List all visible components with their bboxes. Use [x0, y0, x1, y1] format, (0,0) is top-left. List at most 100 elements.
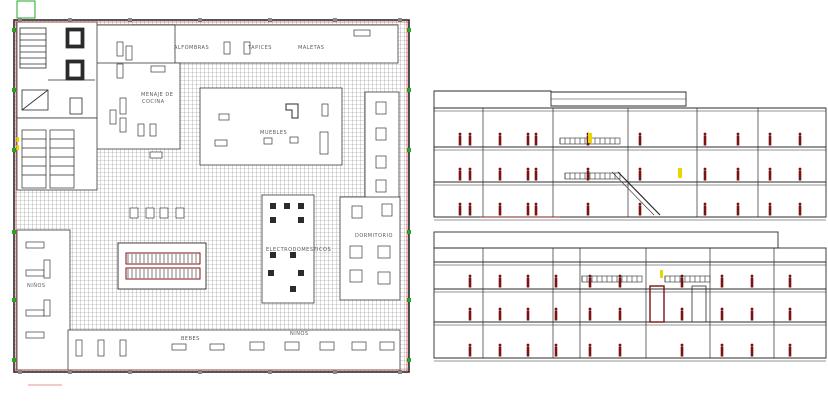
person-head [703, 167, 707, 171]
person-body [498, 205, 502, 216]
person-body [736, 205, 740, 216]
person-body [526, 170, 530, 181]
person-figure-icon [468, 274, 792, 357]
room-menaje [94, 62, 181, 150]
person-body [798, 135, 802, 146]
person-body [554, 310, 558, 321]
person-body [750, 277, 754, 288]
person-body [618, 277, 622, 288]
person-body [680, 310, 684, 321]
service-core-fixtures [19, 27, 95, 115]
person-body [720, 346, 724, 357]
column-marker [407, 88, 411, 92]
person-body [638, 205, 642, 216]
appliance-stands [268, 203, 304, 292]
person-head [788, 274, 792, 278]
room-restrooms [16, 117, 98, 191]
stair-icon [581, 275, 711, 283]
person-head [703, 202, 707, 206]
highlight-marker [588, 133, 592, 143]
column-marker [407, 230, 411, 234]
person-head [526, 307, 530, 311]
person-head [618, 343, 622, 347]
person-head [458, 202, 462, 206]
person-head [768, 167, 772, 171]
column-marker [407, 28, 411, 32]
person-body [498, 170, 502, 181]
column-marker [18, 18, 22, 22]
column-marker [68, 370, 72, 374]
person-body [736, 135, 740, 146]
person-head [498, 167, 502, 171]
person-body [703, 170, 707, 181]
person-head [798, 202, 802, 206]
person-body [586, 205, 590, 216]
column-marker [12, 148, 16, 152]
person-body [768, 170, 772, 181]
person-body [498, 135, 502, 146]
section-upper-outline [433, 90, 687, 217]
person-head [526, 132, 530, 136]
person-body [468, 135, 472, 146]
person-head [768, 132, 772, 136]
section-upper-body [433, 107, 827, 218]
person-head [468, 202, 472, 206]
column-marker [333, 370, 337, 374]
label-tapices: TAPICES [247, 45, 272, 51]
person-head [498, 307, 502, 311]
column-marker [128, 370, 132, 374]
person-head [498, 132, 502, 136]
person-body [468, 277, 472, 288]
plan-labels: ALFOMBRAS TAPICES MALETAS MENAJE DE COCI… [27, 45, 392, 342]
person-head [458, 132, 462, 136]
person-body [498, 310, 502, 321]
column-marker [12, 298, 16, 302]
label-maletas: MALETAS [298, 45, 324, 51]
person-body [554, 277, 558, 288]
column-marker [198, 18, 202, 22]
person-figure-icon [458, 132, 802, 216]
person-body [680, 277, 684, 288]
person-body [498, 277, 502, 288]
escalator-diagonal [617, 171, 661, 216]
person-body [588, 346, 592, 357]
person-head [720, 343, 724, 347]
column-marker [12, 28, 16, 32]
person-head [768, 202, 772, 206]
person-body [458, 135, 462, 146]
north-marker [16, 0, 36, 19]
person-body [468, 205, 472, 216]
room-ninos [16, 229, 71, 371]
display-fixtures [25, 29, 395, 357]
person-head [498, 202, 502, 206]
person-body [638, 135, 642, 146]
person-head [468, 132, 472, 136]
section-lower-body [433, 247, 827, 359]
column-marker [407, 358, 411, 362]
person-head [788, 307, 792, 311]
person-head [638, 132, 642, 136]
column-marker [68, 18, 72, 22]
column-marker [18, 370, 22, 374]
column-marker [12, 230, 16, 234]
person-body [788, 346, 792, 357]
section-lower-top-band [433, 231, 779, 249]
person-body [768, 205, 772, 216]
person-body [680, 346, 684, 357]
person-head [554, 274, 558, 278]
person-head [534, 132, 538, 136]
person-head [720, 274, 724, 278]
section-lower-columns [482, 248, 775, 358]
label-bebes: BEBES [181, 336, 200, 342]
person-head [468, 167, 472, 171]
person-body [534, 205, 538, 216]
person-body [498, 346, 502, 357]
person-head [736, 167, 740, 171]
person-body [788, 310, 792, 321]
column-marker [198, 370, 202, 374]
person-head [618, 307, 622, 311]
person-head [680, 307, 684, 311]
section-lower [433, 231, 827, 362]
person-body [468, 170, 472, 181]
